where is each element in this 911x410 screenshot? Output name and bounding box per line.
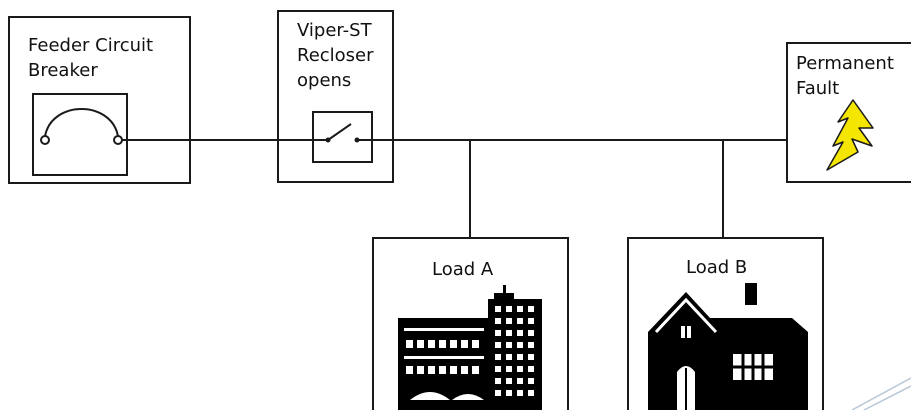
load-a-box: Load A [372,237,569,410]
load-a-label: Load A [432,259,494,280]
lightning-bolt-icon [826,99,874,171]
feeder-breaker-label-1: Feeder Circuit [28,35,153,56]
recloser-label-1: Viper-ST [297,20,373,41]
recloser-switch-symbol [312,111,373,163]
feeder-breaker-box: Feeder Circuit Breaker [8,16,191,184]
load-b-box: Load B [627,237,824,410]
corner-accent [851,377,911,410]
feeder-breaker-label-2: Breaker [28,60,98,81]
fault-label-1: Permanent [796,53,894,74]
recloser-label-3: opens [297,70,351,91]
load-b-label: Load B [686,257,747,278]
industrial-building-icon [398,285,542,410]
fault-label-2: Fault [796,78,839,99]
recloser-box: Viper-ST Recloser opens [277,10,394,183]
house-icon [648,283,808,410]
breaker-symbol [32,93,128,176]
fault-box: Permanent Fault [786,42,911,183]
recloser-label-2: Recloser [297,45,374,66]
